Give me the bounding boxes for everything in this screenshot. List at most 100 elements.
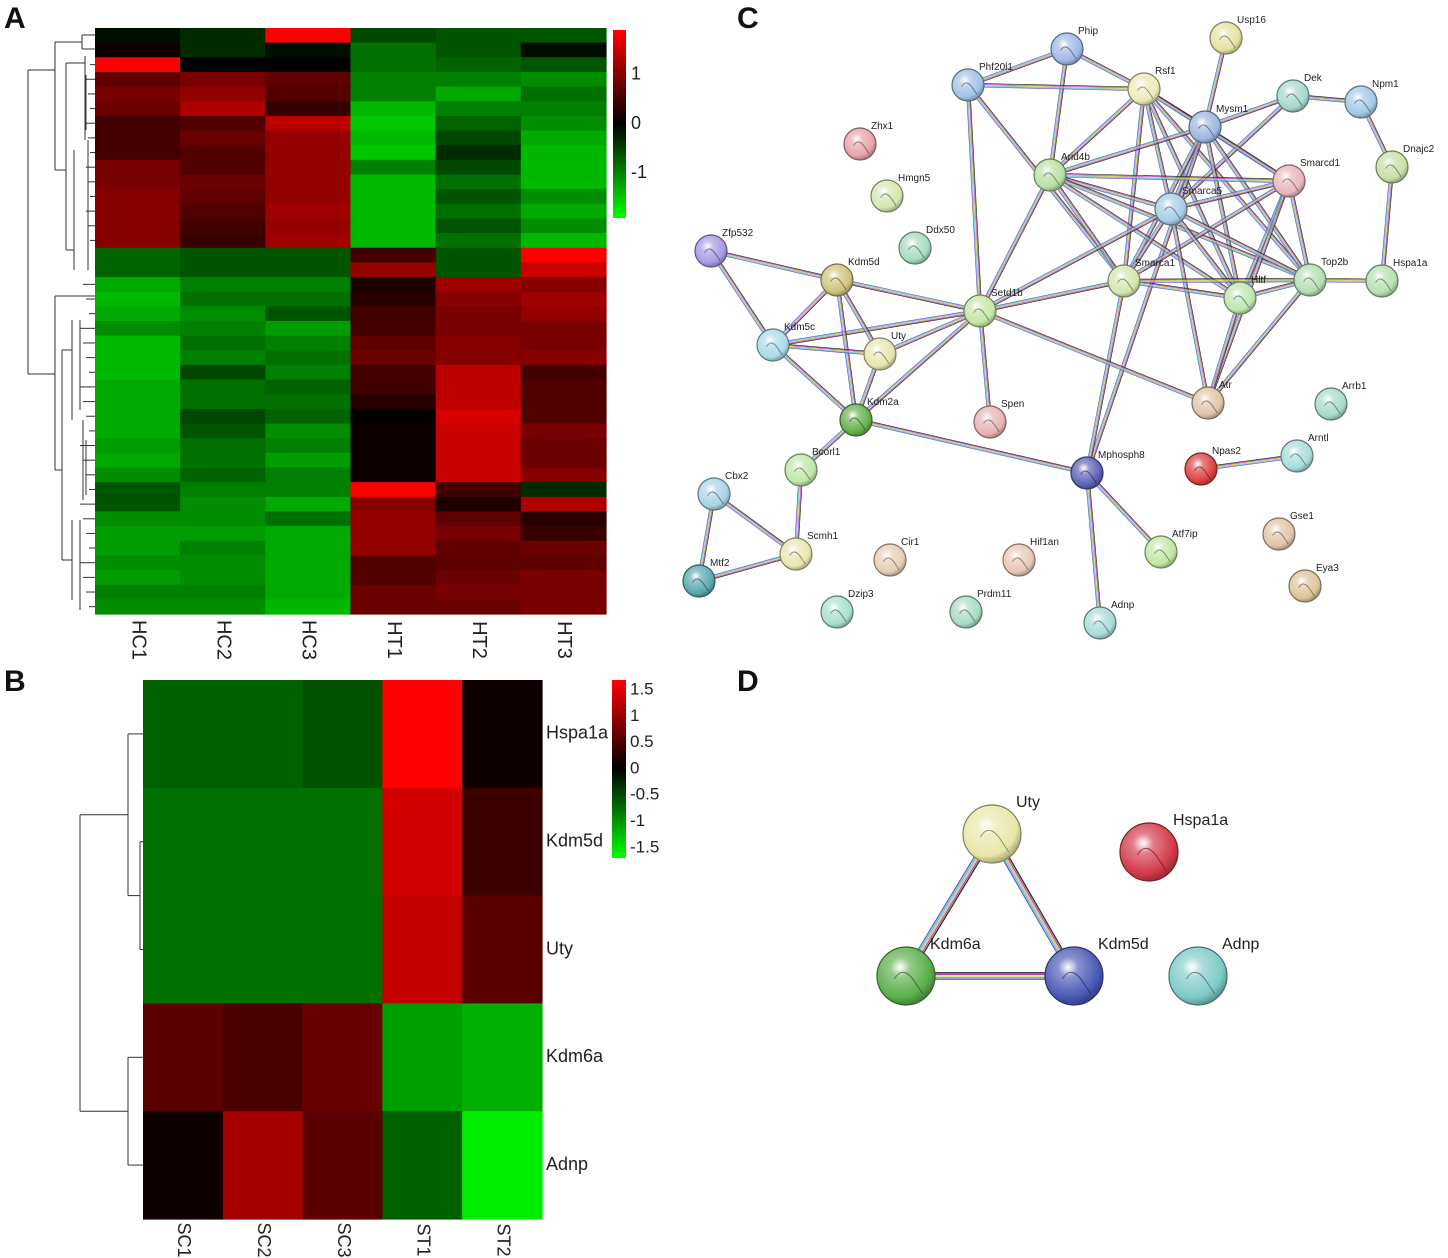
network-c-node-structure (1303, 277, 1320, 291)
network-c-edge (1203, 127, 1310, 281)
heatmap-a-cell (180, 526, 266, 542)
heatmap-a-cell (520, 321, 607, 337)
heatmap-b-row-label: Uty (546, 938, 573, 958)
heatmap-a-cell (265, 570, 352, 586)
heatmap-a-cell (265, 71, 352, 88)
network-c-node-label: Hif1an (1030, 537, 1059, 548)
network-c-node-label: Ddx50 (926, 225, 955, 236)
heatmap-a-cell (520, 584, 607, 600)
network-c-node-label: Arntl (1308, 433, 1329, 444)
heatmap-a-cell (180, 408, 266, 425)
network-c-edge (1087, 281, 1126, 474)
heatmap-a-cell (95, 379, 181, 395)
network-c-edge (773, 312, 981, 348)
network-c-edge (1144, 88, 1242, 298)
heatmap-b-column-label: ST1 (414, 1223, 434, 1256)
heatmap-a-cell (265, 101, 352, 117)
network-c-node-label: Kdm5d (848, 257, 880, 268)
network-c-edge (978, 311, 990, 423)
network-c-node-structure (883, 557, 900, 571)
heatmap-a-cell (265, 28, 352, 44)
heatmap-a-cell (180, 57, 266, 73)
heatmap-a-cell (265, 115, 352, 132)
network-c-edge (1049, 175, 1240, 300)
heatmap-a-cell (95, 115, 181, 132)
heatmap-a-cell (350, 452, 437, 469)
network-d-node (1044, 946, 1104, 1006)
heatmap-a-cell (180, 159, 266, 176)
network-c-edge (711, 249, 838, 280)
heatmap-a-cell (435, 321, 522, 337)
heatmap-b-cell (143, 787, 224, 897)
panel-label-b: B (4, 665, 26, 698)
network-c-edge (1048, 48, 1067, 175)
heatmap-b-cell (222, 1003, 304, 1112)
network-c-node-label: Scmh1 (807, 531, 839, 542)
network-c-edge (855, 310, 981, 421)
network-c-edge (772, 308, 980, 344)
network-c-edge (856, 312, 982, 422)
heatmap-b-cell (462, 680, 543, 789)
heatmap-a-cell (350, 159, 437, 176)
network-c-edge (979, 280, 1125, 312)
heatmap-a-cell (520, 233, 607, 249)
heatmap-a-cell (265, 203, 352, 220)
heatmap-b-cell (382, 895, 463, 1004)
network-c-edge (1087, 127, 1207, 474)
heatmap-a-cell (95, 408, 181, 425)
network-c-edge (1124, 280, 1311, 283)
heatmap-a-cell (265, 159, 352, 176)
network-c-edge (1123, 282, 1240, 301)
network-c-node-structure (880, 193, 897, 207)
network-c-node-label: Kdm5c (784, 322, 815, 333)
network-c-edge (980, 309, 1209, 403)
network-c-edge (979, 311, 1208, 405)
network-c-edge (1142, 89, 1240, 299)
network-c-edge (1051, 173, 1126, 281)
heatmap-a-cell (520, 526, 607, 542)
network-c-edge (1142, 89, 1171, 210)
network-c-edge (1050, 173, 1311, 280)
network-c-edge (979, 278, 1124, 310)
network-c-edge (1209, 298, 1243, 404)
heatmap-a-cell (520, 306, 607, 322)
network-c-edge (1169, 94, 1293, 208)
heatmap-a-cell (350, 540, 437, 556)
network-c-edge (1088, 471, 1163, 552)
network-c-node-label: Dek (1304, 73, 1323, 84)
heatmap-b-row-label: Hspa1a (546, 723, 609, 743)
network-c-edge (1205, 125, 1290, 181)
heatmap-a-cell (95, 555, 181, 571)
network-c-node-label: Atf7ip (1172, 529, 1198, 540)
network-c-edge (1050, 172, 1311, 279)
heatmap-a-cell (520, 467, 607, 483)
network-c-edge (710, 252, 837, 283)
network-c-edge (710, 250, 838, 281)
heatmap-b-colorbar (612, 680, 626, 858)
heatmap-a-cell (520, 28, 607, 44)
heatmap-a-cell (95, 306, 181, 322)
network-c-edge (837, 278, 981, 311)
heatmap-a-cell (265, 364, 352, 381)
heatmap-a-cell (95, 218, 181, 234)
heatmap-b-cell (143, 680, 224, 789)
network-c-edge (1049, 176, 1310, 283)
heatmap-a-cell (265, 291, 352, 307)
heatmap-a-cell (350, 584, 437, 600)
network-c-edge (836, 281, 980, 314)
network-c-edge (1170, 95, 1294, 210)
network-c-edge (1122, 179, 1289, 280)
heatmap-a-cell (265, 408, 352, 425)
network-c-node-structure (766, 342, 783, 356)
network-c-edge (1048, 175, 1124, 282)
heatmap-b-colorbar-tick: 0.5 (630, 732, 654, 751)
heatmap-a-cell (350, 57, 437, 73)
heatmap-a-cell (435, 130, 522, 146)
heatmap-a-cell (95, 321, 181, 337)
network-c-edge (1047, 48, 1066, 175)
network-c-edge (1207, 279, 1310, 403)
network-c-edge (712, 495, 796, 556)
network-c-node-label: Mphosph8 (1098, 450, 1145, 461)
heatmap-a-cell (350, 277, 437, 293)
network-c-edge (711, 250, 775, 345)
